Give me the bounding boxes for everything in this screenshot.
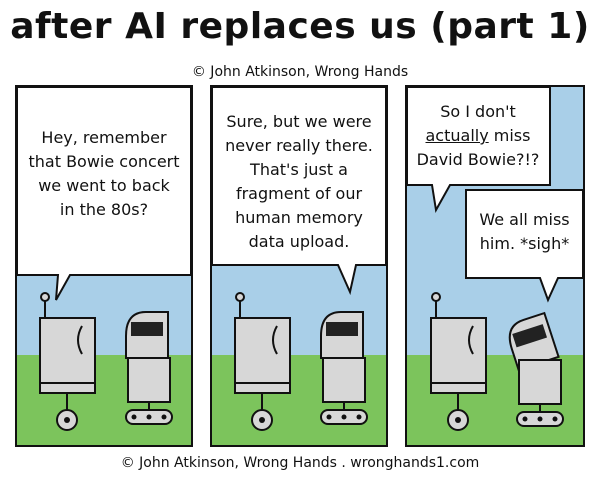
robot-left-icon <box>430 292 487 431</box>
underlined-word: actually <box>425 126 489 145</box>
speech-line: we went to back <box>38 176 170 195</box>
speech-line: never really there. <box>225 136 373 155</box>
robot-left-icon <box>39 292 96 431</box>
speech-line: human memory <box>235 208 363 227</box>
speech-line: We all miss <box>479 210 570 229</box>
speech-line: Sure, but we were <box>226 112 372 131</box>
panel-2 <box>210 85 388 447</box>
speech-bubble-1 <box>16 86 192 301</box>
speech-text-panel-3a: So I don't actually miss David Bowie?!? <box>408 100 548 172</box>
speech-line: That's just a <box>250 160 348 179</box>
speech-text-panel-1: Hey, remember that Bowie concert we went… <box>20 126 188 222</box>
speech-bubble-3a <box>406 86 551 213</box>
speech-line-rest: miss <box>488 126 531 145</box>
robot-right-icon <box>125 311 173 425</box>
speech-bubble-2 <box>211 86 387 296</box>
speech-bubble-3b <box>465 189 584 303</box>
speech-line: that Bowie concert <box>28 152 180 171</box>
speech-text-panel-3b: We all miss him. *sigh* <box>468 208 581 256</box>
speech-line: fragment of our <box>235 184 363 203</box>
speech-line: David Bowie?!? <box>416 150 540 169</box>
speech-line: So I don't <box>440 102 516 121</box>
robot-right-sad-icon <box>508 311 564 427</box>
robot-right-icon <box>320 311 368 425</box>
speech-text-panel-2: Sure, but we were never really there. Th… <box>214 110 384 254</box>
speech-line: actually miss <box>408 124 548 148</box>
speech-line: data upload. <box>248 232 350 251</box>
panel-3 <box>405 85 585 447</box>
speech-line: him. *sigh* <box>479 234 570 253</box>
copyright-credit-top: © John Atkinson, Wrong Hands <box>191 64 409 80</box>
robot-left-icon <box>234 292 291 431</box>
comic-title: after AI replaces us (part 1) <box>10 6 590 47</box>
speech-line: Hey, remember <box>41 128 167 147</box>
panel-1 <box>15 85 193 447</box>
speech-line: in the 80s? <box>59 200 149 219</box>
copyright-credit-bottom: © John Atkinson, Wrong Hands . wronghand… <box>120 455 480 471</box>
